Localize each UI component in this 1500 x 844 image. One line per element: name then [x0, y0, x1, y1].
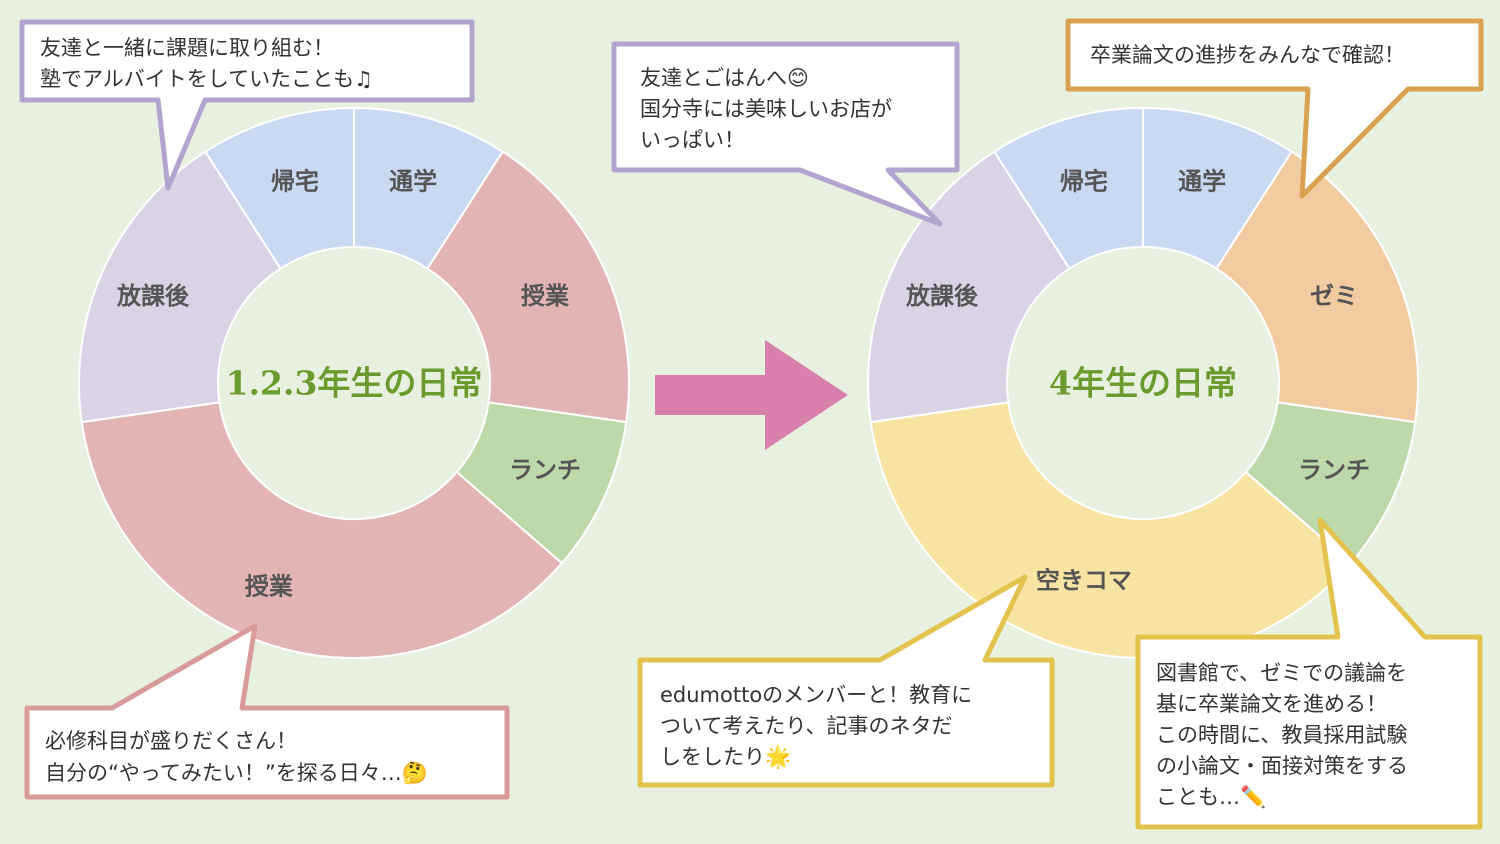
bubble-line: 卒業論文の進捗をみんなで確認！: [1090, 43, 1405, 67]
chart-center-title: 1.2.3年生の日常: [226, 364, 483, 403]
bubble-line: 国分寺には美味しいお店が: [640, 97, 892, 121]
speech-bubble-after-school-4: 友達とごはんへ😊 国分寺には美味しいお店が いっぱい！: [611, 41, 960, 227]
bubble-line: ことも…✏️: [1156, 784, 1266, 809]
speech-bubble-free-period-1: edumottoのメンバーと！教育に ついて考えたり、記事のネタだ しをしたり🌟: [637, 574, 1055, 788]
bubble-line: 自分の“やってみたい！”を探る日々…🤔: [45, 761, 428, 785]
slice-label: 帰宅: [271, 168, 319, 196]
speech-bubble-after-school-1: 友達と一緒に課題に取り組む！ 塾でアルバイトをしていたことも♫: [19, 19, 475, 191]
donut-slice: [426, 150, 630, 424]
speech-bubble-seminar: 卒業論文の進捗をみんなで確認！: [1065, 18, 1484, 199]
bubble-line: 基に卒業論文を進める！: [1156, 692, 1387, 716]
bubble-line: この時間に、教員採用試験: [1156, 723, 1407, 747]
bubble-line: 塾でアルバイトをしていたことも♫: [40, 67, 373, 91]
transition-arrow-icon: [655, 340, 848, 450]
donut-slice: [78, 150, 282, 424]
slice-label: ランチ: [1298, 456, 1370, 484]
bubble-line: ついて考えたり、記事のネタだ: [660, 714, 953, 738]
speech-bubble-free-period-2: 図書館で、ゼミでの議論を 基に卒業論文を進める！ この時間に、教員採用試験 の小…: [1135, 517, 1483, 830]
donut-slice: [992, 106, 1144, 270]
bubble-line: edumottoのメンバーと！教育に: [660, 683, 972, 707]
chart-center-title: 4年生の日常: [1049, 364, 1237, 403]
slice-label: 放課後: [905, 282, 979, 310]
slice-label: 帰宅: [1060, 168, 1108, 196]
bubble-line: いっぱい！: [640, 128, 745, 152]
bubble-line: 図書館で、ゼミでの議論を: [1156, 661, 1407, 685]
slice-label: 通学: [389, 168, 437, 196]
donut-slice: [80, 401, 564, 659]
bubble-line: 必修科目が盛りだくさん！: [45, 729, 297, 753]
slice-label: 通学: [1178, 168, 1226, 196]
speech-bubble-classes: 必修科目が盛りだくさん！ 自分の“やってみたい！”を探る日々…🤔: [24, 623, 510, 800]
slice-label: 空きコマ: [1036, 566, 1132, 594]
slice-label: 授業: [245, 572, 293, 600]
bubble-line: しをしたり🌟: [660, 744, 791, 770]
slice-label: 授業: [521, 282, 569, 310]
slice-label: ゼミ: [1310, 282, 1358, 310]
donut-slice: [1215, 150, 1419, 424]
bubble-line: の小論文・面接対策をする: [1156, 754, 1408, 778]
donut-slice: [867, 150, 1071, 424]
donut-slice: [203, 106, 355, 270]
slice-label: 放課後: [116, 282, 190, 310]
bubble-line: 友達と一緒に課題に取り組む！: [40, 36, 334, 60]
bubble-line: 友達とごはんへ😊: [640, 66, 809, 90]
slice-label: ランチ: [509, 456, 581, 484]
